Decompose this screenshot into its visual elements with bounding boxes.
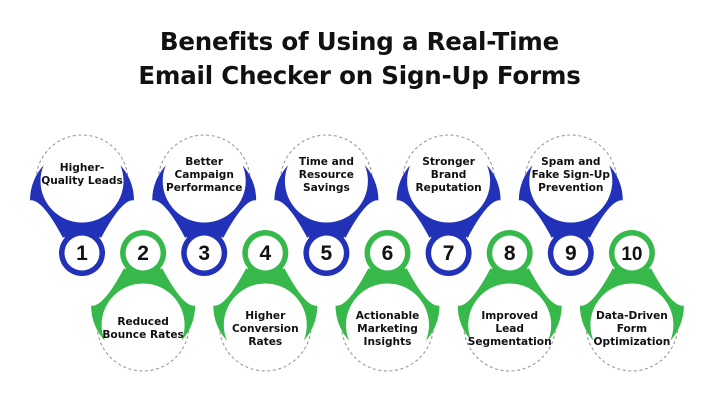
benefit-label-line: Higher — [245, 309, 286, 322]
benefit-item-10: 10 — [579, 230, 684, 372]
benefit-label-line: Form — [616, 322, 648, 335]
benefit-label-line: Prevention — [538, 181, 604, 194]
benefit-label-line: Rates — [248, 335, 283, 348]
page-title-line-1: Benefits of Using a Real-Time — [159, 27, 560, 56]
number-inner — [614, 235, 650, 271]
benefit-item-5: 5 — [274, 134, 379, 276]
benefit-label-line: Higher- — [59, 162, 105, 174]
benefit-item-1: 1 — [30, 134, 134, 276]
benefit-label-line: Performance — [165, 181, 243, 194]
label-circle — [407, 139, 491, 223]
benefit-number: 5 — [321, 242, 333, 265]
benefit-item-4: 4 — [213, 230, 318, 372]
benefit-label-line: Insights — [363, 335, 412, 348]
benefit-item-8: 8 — [457, 230, 562, 372]
benefit-label-line: Brand — [430, 168, 467, 181]
benefit-label-line: Marketing — [357, 322, 418, 335]
benefit-label-line: Time and — [298, 155, 354, 168]
benefit-label-line: Data-Driven — [595, 309, 668, 322]
number-inner — [125, 235, 161, 271]
number-inner — [247, 235, 283, 271]
benefit-label-line: Resource — [298, 168, 354, 181]
number-inner — [308, 235, 344, 271]
number-inner — [553, 235, 589, 271]
benefit-label-line: Optimization — [593, 335, 671, 348]
label-circle — [284, 139, 368, 223]
label-circle — [40, 139, 124, 223]
benefit-number: 2 — [137, 242, 149, 265]
benefit-label-line: Savings — [303, 181, 350, 194]
benefit-label-line: Quality Leads — [41, 175, 123, 187]
benefit-label-line: Spam and — [541, 155, 601, 168]
benefit-item-2: 2 — [91, 230, 196, 372]
benefit-item-9: 9 — [518, 134, 623, 276]
benefit-number: 10 — [621, 244, 642, 265]
benefit-label-line: Better — [185, 155, 224, 168]
benefit-number: 9 — [565, 242, 577, 265]
label-circle — [590, 283, 674, 367]
benefit-number: 3 — [198, 242, 210, 265]
benefit-label-line: Reduced — [117, 316, 169, 328]
benefit-label-line: Improved — [481, 309, 539, 322]
benefit-label: Higher-Quality Leads — [30, 145, 134, 205]
label-circle — [223, 283, 307, 367]
number-inner — [370, 235, 405, 271]
benefit-label-line: Lead — [495, 322, 525, 335]
label-circle — [101, 283, 185, 367]
label-circle — [346, 283, 429, 367]
label-circle — [162, 139, 246, 223]
number-inner — [492, 235, 528, 271]
number-inner — [64, 235, 100, 271]
benefit-label-line: Reputation — [415, 181, 482, 194]
label-circle — [529, 139, 613, 223]
benefit-number: 4 — [259, 242, 271, 265]
benefit-number: 7 — [443, 242, 455, 265]
benefit-item-7: 7 — [396, 134, 501, 276]
benefit-number: 6 — [382, 242, 394, 265]
benefit-item-3: 3 — [152, 134, 257, 276]
benefit-item-6: 6 — [335, 230, 440, 372]
benefit-number: 8 — [504, 242, 516, 265]
benefit-label-line: Bounce Rates — [102, 329, 184, 341]
benefit-label-line: Fake Sign-Up — [531, 168, 610, 181]
number-inner — [431, 235, 467, 271]
benefit-number: 1 — [76, 242, 88, 265]
benefit-label-line: Stronger — [422, 155, 475, 168]
label-circle — [468, 283, 552, 367]
page-title-line-2: Email Checker on Sign-Up Forms — [138, 61, 581, 90]
benefit-label-line: Campaign — [174, 168, 234, 181]
benefit-label-line: Conversion — [231, 322, 299, 335]
number-inner — [186, 235, 222, 271]
benefit-label-line: Segmentation — [467, 335, 552, 348]
benefit-label-line: Actionable — [355, 309, 420, 322]
